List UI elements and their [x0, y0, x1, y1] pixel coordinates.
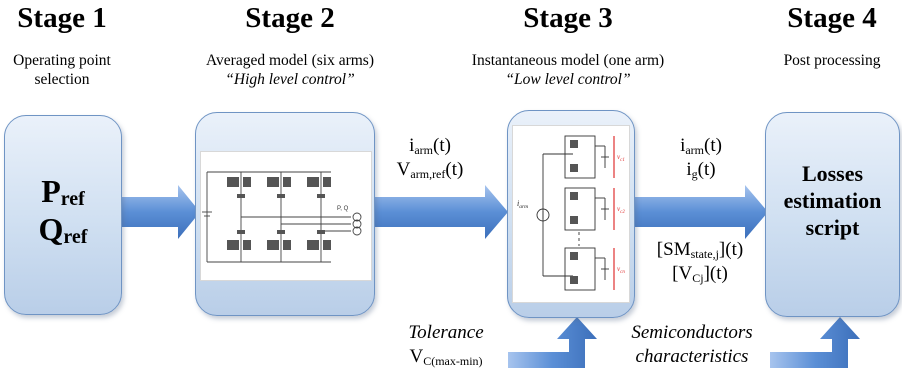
stage3-desc-line1: Instantaneous model (one arm)	[471, 52, 665, 69]
stage2-desc-line1: Averaged model (six arms)	[205, 52, 374, 69]
stage3-desc-line2: “Low level control”	[505, 71, 631, 88]
losses-line2: estimation	[783, 188, 882, 213]
arrow-tolerance-input	[508, 317, 597, 368]
q-ref-label: Qref	[38, 211, 88, 248]
stage2-description: Averaged model (six arms) “High level co…	[170, 51, 410, 89]
vcn-label: vcn	[617, 265, 625, 275]
iarm-circuit-label: iarm	[517, 199, 528, 210]
stage2-title: Stage 2	[245, 2, 335, 34]
stage4-desc-line1: Post processing	[783, 52, 881, 69]
vc2-label: vc2	[617, 205, 625, 215]
stage1-description: Operating point selection	[0, 51, 124, 89]
stage2-desc-line2: “High level control”	[225, 71, 355, 88]
arrow34-bottom-labels: [SMstate,j](t) [VCj](t)	[630, 238, 770, 286]
stage4-box: Losses estimation script	[765, 112, 900, 317]
sm-state-signal: [SMstate,j](t)	[656, 239, 744, 261]
vc-maxmin-label: VC(max-min)	[409, 346, 483, 368]
stage3-box: vc1 vc2 vcn iarm	[507, 110, 635, 318]
tolerance-label: Tolerance	[408, 322, 484, 343]
one-arm-schematic: vc1 vc2 vcn iarm	[517, 135, 625, 291]
stage1-desc-line2: selection	[34, 71, 90, 88]
instantaneous-model-circuit: vc1 vc2 vcn iarm	[512, 125, 630, 303]
stage3-title: Stage 3	[523, 2, 613, 34]
arrow-semiconductors-input	[770, 317, 860, 368]
stage1-title: Stage 1	[17, 2, 107, 34]
averaged-model-circuit: P, Q	[200, 151, 372, 281]
losses-line3: script	[805, 215, 860, 240]
losses-line1: Losses	[801, 161, 864, 186]
vc1-label: vc1	[617, 153, 625, 163]
tolerance-input-labels: Tolerance VC(max-min)	[388, 321, 504, 369]
arrow34-top-labels: iarm(t) ig(t)	[640, 134, 762, 182]
stage4-description: Post processing	[764, 51, 900, 70]
ig-signal: ig(t)	[686, 159, 716, 181]
stage3-description: Instantaneous model (one arm) “Low level…	[440, 51, 696, 89]
iarm-output-signal: iarm(t)	[680, 135, 722, 157]
stage2-box: P, Q	[195, 112, 375, 316]
stage1-desc-line1: Operating point	[13, 52, 111, 69]
semiconductors-line1: Semiconductors	[631, 322, 753, 343]
semiconductors-input-labels: Semiconductors characteristics	[612, 321, 772, 369]
pq-label: P, Q	[337, 206, 349, 212]
arrow-stage3-to-stage4	[632, 185, 768, 239]
stage4-title: Stage 4	[787, 2, 877, 34]
arrow23-labels: iarm(t) Varm,ref(t)	[375, 134, 485, 182]
arrow-stage1-to-stage2	[113, 185, 200, 239]
vcj-signal: [VCj](t)	[672, 263, 728, 285]
arrow-stage2-to-stage3	[372, 185, 508, 239]
varm-ref-signal: Varm,ref(t)	[396, 159, 464, 181]
iarm-signal: iarm(t)	[409, 135, 451, 157]
losses-script-label: Losses estimation script	[766, 160, 899, 241]
stage1-box: Pref Qref	[4, 115, 122, 315]
p-ref-label: Pref	[41, 173, 85, 210]
semiconductors-line2: characteristics	[635, 346, 749, 367]
six-arm-schematic: P, Q	[202, 171, 362, 263]
